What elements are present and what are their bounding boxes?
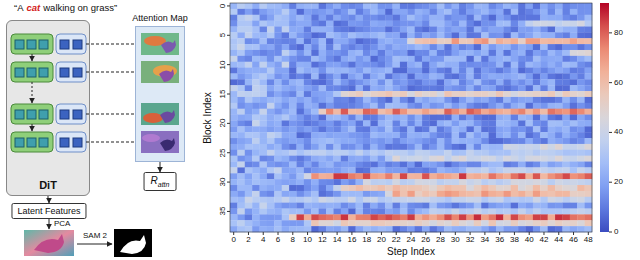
tick-label: 12	[318, 236, 327, 244]
flow-arrow	[48, 196, 49, 203]
attention-panel-fill	[135, 26, 185, 162]
colorbar-tick: 20	[614, 178, 623, 186]
panel-heading: Attention Map	[132, 13, 188, 23]
model-box: DiT	[6, 20, 90, 196]
tick-label: 48	[584, 236, 593, 244]
tick-label: 8	[291, 236, 295, 244]
attention-images	[141, 33, 179, 153]
tick-label: 18	[362, 236, 371, 244]
block-arrows	[32, 54, 33, 131]
tick-label: 14	[333, 236, 342, 244]
tick-label: 0	[219, 4, 227, 8]
tick-label: 10	[303, 236, 312, 244]
attention-panel: Attention Map	[135, 26, 185, 162]
box-label: Latent Features	[17, 206, 80, 216]
tick-label: 16	[347, 236, 356, 244]
tick-label: 38	[510, 236, 519, 244]
tick-label: 20	[377, 236, 386, 244]
tick-label: 35	[219, 207, 227, 216]
step-label: SAM 2	[83, 232, 107, 240]
tick-label: 34	[480, 236, 489, 244]
tick-label: 4	[261, 236, 265, 244]
dit-blocks	[11, 34, 86, 152]
pca-image	[24, 230, 74, 256]
dit-fill	[6, 20, 90, 196]
tick-label: 46	[569, 236, 578, 244]
colorbar	[600, 3, 609, 232]
axis-title: Step Index	[387, 247, 435, 257]
sam-arrow	[77, 244, 112, 245]
tick-label: 24	[407, 236, 416, 244]
metric-box: Rattn	[144, 172, 177, 191]
pca-arrow	[49, 218, 50, 229]
colorbar-tick: 60	[614, 79, 623, 87]
box-label: DiT	[39, 179, 57, 191]
tick-label: 26	[421, 236, 430, 244]
tick-label: 30	[451, 236, 460, 244]
prompt-text: walking on grass”	[43, 2, 117, 13]
flow-arrow	[160, 162, 161, 172]
tick-label: 25	[219, 148, 227, 157]
colorbar-tick: 80	[614, 29, 623, 37]
tick-label: 36	[495, 236, 504, 244]
subscript: attn	[158, 181, 170, 188]
colorbar-tick: 0	[614, 228, 618, 236]
attention-arrows	[86, 44, 140, 142]
highlight-word: cat	[27, 2, 41, 13]
tick-label: 6	[276, 236, 280, 244]
step-label: PCA	[54, 220, 70, 228]
tick-label: 10	[219, 60, 227, 69]
colorbar-tick: 40	[614, 128, 623, 136]
tick-label: 30	[219, 178, 227, 187]
tick-label: 2	[246, 236, 250, 244]
tick-label: 15	[219, 90, 227, 99]
tick-label: 40	[525, 236, 534, 244]
tick-label: 5	[219, 33, 227, 37]
tick-label: 22	[392, 236, 401, 244]
prompt-row: “Acatwalking on grass”	[14, 2, 117, 13]
tick-label: 28	[436, 236, 445, 244]
tick-label: 32	[466, 236, 475, 244]
prompt-text: “A	[14, 2, 24, 13]
mask-image	[114, 229, 152, 257]
tick-label: 20	[219, 119, 227, 128]
feature-box: Latent Features	[11, 203, 86, 219]
tick-label: 44	[554, 236, 563, 244]
box-label: R	[151, 175, 158, 186]
tick-label: 42	[540, 236, 549, 244]
heatmap	[227, 3, 612, 235]
axis-title: Block Index	[203, 92, 213, 144]
tick-label: 0	[231, 236, 235, 244]
